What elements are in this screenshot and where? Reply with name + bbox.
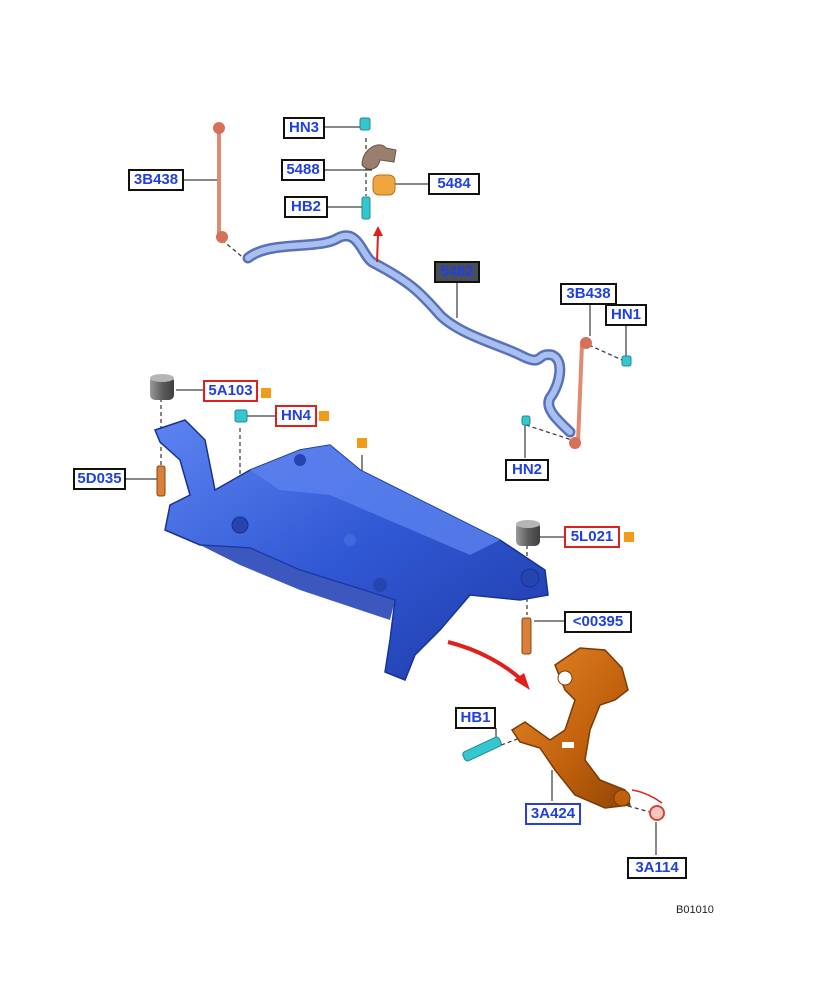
- callout-3a424[interactable]: 3A424: [525, 803, 581, 825]
- subframe-bushings: [150, 374, 540, 546]
- clamp-bracket: [361, 144, 397, 170]
- callout-hb1[interactable]: HB1: [455, 707, 496, 729]
- orange-marker: [261, 388, 271, 398]
- stabilizer-bar: [242, 230, 576, 438]
- ball-joint-ring: [649, 805, 665, 821]
- subframe-bolts: [156, 465, 532, 655]
- front-subframe: [153, 419, 549, 681]
- orange-marker: [624, 532, 634, 542]
- callout-hn3[interactable]: HN3: [283, 117, 325, 139]
- leader-lines: [126, 126, 657, 855]
- lower-control-arm: [510, 647, 632, 809]
- orange-marker: [357, 438, 367, 448]
- callout-5488[interactable]: 5488: [281, 159, 325, 181]
- callout-hn1[interactable]: HN1: [605, 304, 647, 326]
- red-arrows: [373, 226, 663, 804]
- orange-marker: [319, 411, 329, 421]
- callout-hb2[interactable]: HB2: [284, 196, 328, 218]
- stabilizer-link-right: [569, 337, 592, 449]
- callout-3a114[interactable]: 3A114: [627, 857, 687, 879]
- callout-5a103[interactable]: 5A103: [203, 380, 258, 402]
- figure-id: B01010: [676, 904, 714, 916]
- callout-5482[interactable]: 5482: [434, 261, 480, 283]
- callout-hn2[interactable]: HN2: [505, 459, 549, 481]
- bar-bushing: [372, 174, 396, 196]
- callout-3b438-right[interactable]: 3B438: [560, 283, 617, 305]
- callout-5484[interactable]: 5484: [428, 173, 480, 195]
- callout-5d035[interactable]: 5D035: [73, 468, 126, 490]
- callout-hn4[interactable]: HN4: [275, 405, 317, 427]
- callout-5l021[interactable]: 5L021: [564, 526, 620, 548]
- stabilizer-link-left: [213, 122, 228, 243]
- callout-3b438-left[interactable]: 3B438: [128, 169, 184, 191]
- fasteners: [234, 117, 632, 762]
- callout-00395[interactable]: <00395: [564, 611, 632, 633]
